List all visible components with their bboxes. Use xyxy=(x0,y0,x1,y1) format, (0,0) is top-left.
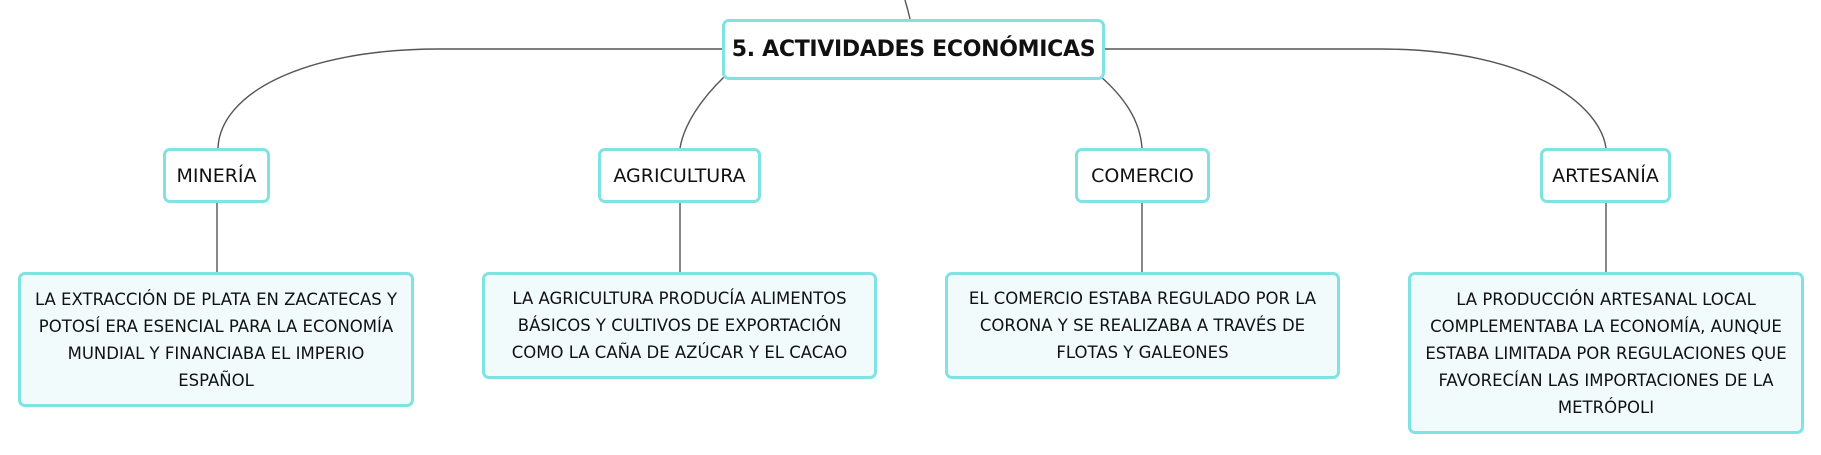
connector-root-comercio xyxy=(1099,75,1143,149)
topic-node-artesania[interactable]: ARTESANÍA xyxy=(1540,148,1671,203)
detail-node-comercio[interactable]: EL COMERCIO ESTABA REGULADO POR LA CORON… xyxy=(945,272,1340,379)
detail-text: LA PRODUCCIÓN ARTESANAL LOCAL COMPLEMENT… xyxy=(1425,289,1787,417)
topic-node-mineria[interactable]: MINERÍA xyxy=(163,148,270,203)
topic-label: AGRICULTURA xyxy=(613,164,746,187)
connector-parent-stub xyxy=(904,0,911,20)
detail-node-mineria[interactable]: LA EXTRACCIÓN DE PLATA EN ZACATECAS Y PO… xyxy=(18,272,414,407)
topic-label: ARTESANÍA xyxy=(1552,164,1659,187)
detail-node-artesania[interactable]: LA PRODUCCIÓN ARTESANAL LOCAL COMPLEMENT… xyxy=(1408,272,1804,434)
connector-root-artesania xyxy=(1105,48,1607,149)
topic-node-agricultura[interactable]: AGRICULTURA xyxy=(598,148,761,203)
central-topic-node[interactable]: 5. ACTIVIDADES ECONÓMICAS xyxy=(722,19,1105,80)
central-topic-label: 5. ACTIVIDADES ECONÓMICAS xyxy=(731,37,1096,62)
detail-text: LA EXTRACCIÓN DE PLATA EN ZACATECAS Y PO… xyxy=(34,289,398,390)
connector-root-agricultura xyxy=(679,75,726,149)
detail-text: EL COMERCIO ESTABA REGULADO POR LA CORON… xyxy=(968,289,1317,362)
detail-text: LA AGRICULTURA PRODUCÍA ALIMENTOS BÁSICO… xyxy=(511,289,848,362)
topic-node-comercio[interactable]: COMERCIO xyxy=(1075,148,1210,203)
connector-root-mineria xyxy=(217,48,722,149)
topic-label: MINERÍA xyxy=(176,164,257,187)
topic-label: COMERCIO xyxy=(1091,164,1194,187)
detail-node-agricultura[interactable]: LA AGRICULTURA PRODUCÍA ALIMENTOS BÁSICO… xyxy=(482,272,877,379)
